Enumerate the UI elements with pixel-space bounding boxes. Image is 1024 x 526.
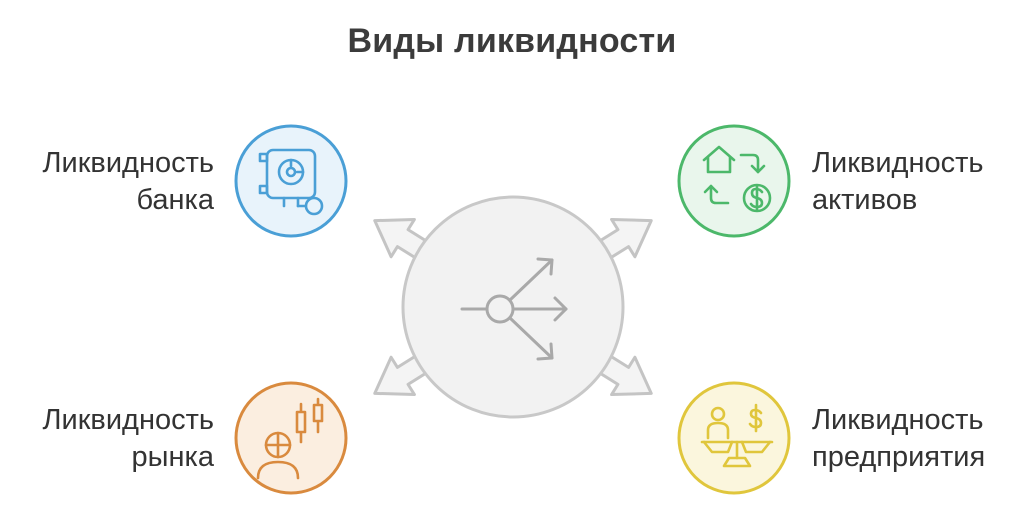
label-assets-line1: Ликвидность (812, 147, 984, 179)
node-assets-circle (677, 124, 791, 238)
node-enterprise-circle (677, 381, 791, 495)
diagram-title: Виды ликвидности (347, 22, 677, 60)
trader-candlestick-icon (256, 397, 324, 480)
label-bank-line1: Ликвидность (42, 147, 214, 179)
label-market-line2: рынка (131, 441, 214, 473)
node-market (234, 381, 348, 495)
node-assets (677, 124, 791, 238)
label-enterprise-line1: Ликвидность (812, 404, 984, 436)
node-bank-circle (234, 124, 348, 238)
label-bank-line2: банка (136, 184, 214, 216)
label-assets: Ликвидность активов (812, 145, 983, 219)
home-dollar-exchange-icon (702, 145, 772, 213)
label-enterprise: Ликвидность предприятия (812, 402, 985, 476)
bank-vault-icon (258, 148, 324, 216)
node-bank (234, 124, 348, 238)
person-scale-dollar-icon (700, 403, 774, 468)
label-assets-line2: активов (812, 184, 918, 216)
label-enterprise-line2: предприятия (812, 441, 986, 473)
label-market-line1: Ликвидность (42, 404, 214, 436)
node-market-circle (234, 381, 348, 495)
label-market: Ликвидность рынка (0, 402, 214, 476)
split-arrows-icon (460, 257, 568, 361)
label-bank: Ликвидность банка (0, 145, 214, 219)
node-enterprise (677, 381, 791, 495)
